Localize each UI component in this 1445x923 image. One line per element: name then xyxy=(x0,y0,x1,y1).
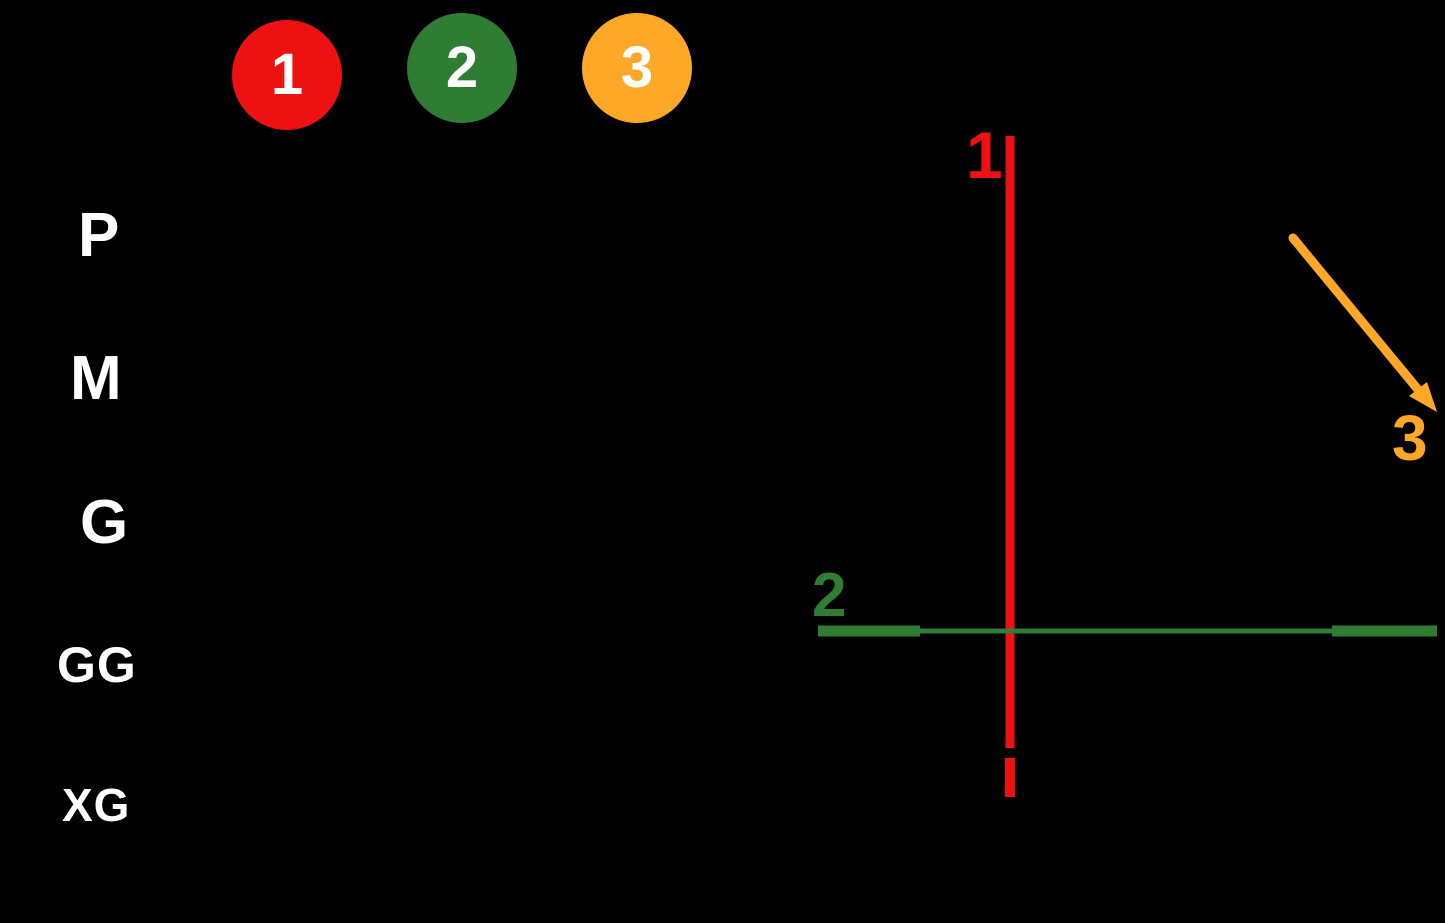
legend-circle-1-label: 1 xyxy=(270,42,304,107)
size-label-p: P xyxy=(78,201,121,270)
diagonal-line-orange-arrowhead xyxy=(1409,382,1437,412)
legend-circle-3: 3 xyxy=(582,13,692,123)
line-label-3: 3 xyxy=(1392,402,1428,474)
size-label-xg: XG xyxy=(62,779,131,831)
line-label-1: 1 xyxy=(966,118,1003,192)
size-label-m: M xyxy=(70,344,123,413)
legend-circle-2: 2 xyxy=(407,13,517,123)
legend-circle-1: 1 xyxy=(232,20,342,130)
diagonal-line-orange xyxy=(1288,233,1425,397)
line-label-2: 2 xyxy=(812,561,847,630)
size-label-gg: GG xyxy=(57,637,137,693)
size-label-g: G xyxy=(80,488,130,557)
legend-circle-2-label: 2 xyxy=(445,35,479,100)
legend-circle-3-label: 3 xyxy=(620,35,654,100)
